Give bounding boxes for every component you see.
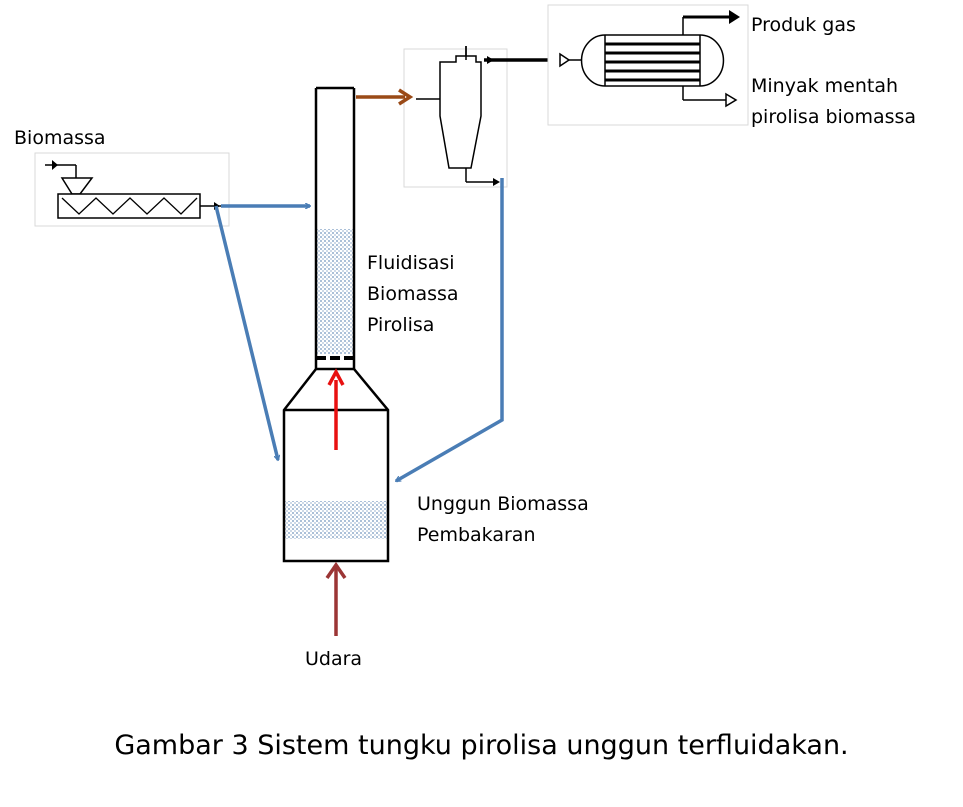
air-inlet-arrow	[325, 561, 347, 636]
minyak-label-line1: Minyak mentah	[751, 75, 899, 97]
produk-gas-label: Produk gas	[751, 14, 856, 36]
char-return-stream	[396, 178, 504, 483]
fluidisasi-label-line1: Fluidisasi	[367, 252, 455, 274]
screw-feeder	[34, 152, 230, 227]
fluidisasi-label-line3: Pirolisa	[367, 314, 435, 336]
biomass-feed-stream	[214, 206, 310, 460]
vapor-stream-arrow	[356, 88, 414, 106]
hot-gas-arrow	[327, 368, 345, 450]
unggun-label-line1: Unggun Biomassa	[417, 493, 589, 515]
combustor-vessel	[282, 367, 390, 563]
fluidisasi-label-line2: Biomassa	[367, 283, 459, 305]
condenser	[547, 4, 749, 126]
figure-caption: Gambar 3 Sistem tungku pirolisa unggun t…	[114, 730, 849, 761]
gas-line	[465, 46, 559, 64]
biomassa-label: Biomassa	[14, 127, 106, 149]
pyrolysis-riser	[314, 86, 356, 369]
minyak-label-line2: pirolisa biomassa	[751, 106, 917, 128]
udara-label: Udara	[305, 648, 363, 670]
unggun-label-line2: Pembakaran	[417, 524, 536, 546]
cyclone-separator	[403, 46, 508, 188]
